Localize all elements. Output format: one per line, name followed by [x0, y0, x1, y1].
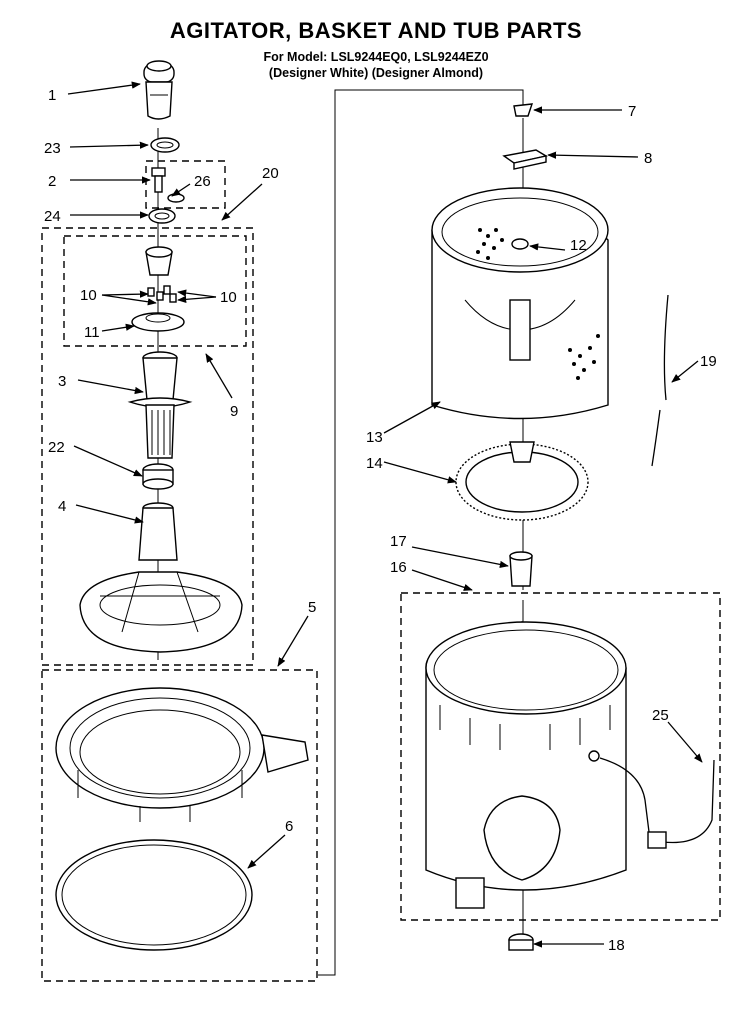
part-19-hose — [651, 294, 669, 467]
callout-16: 16 — [390, 559, 407, 576]
callout-19: 19 — [700, 353, 717, 370]
part-7-clip — [513, 103, 534, 117]
callout-1: 1 — [48, 87, 56, 104]
part-14-brake-gear — [455, 441, 589, 521]
callout-14: 14 — [366, 455, 383, 472]
callout-10-left: 10 — [80, 287, 97, 304]
part-16-outer-tub — [425, 621, 627, 909]
callout-9: 9 — [230, 403, 238, 420]
part-13-basket — [431, 187, 609, 420]
part-23-seal — [150, 137, 180, 153]
basket-holes-right — [568, 334, 600, 380]
callout-10-right: 10 — [220, 289, 237, 306]
callout-13: 13 — [366, 429, 383, 446]
callout-24: 24 — [44, 208, 61, 225]
part-5-tub-ring — [55, 687, 309, 822]
model-line: For Model: LSL9244EQ0, LSL9244EZ0 — [263, 50, 489, 64]
callout-numbers: 1 23 2 26 24 20 10 10 11 3 9 22 4 5 6 7 … — [44, 87, 717, 954]
part-17-seal — [509, 551, 533, 587]
part-22-coupler — [142, 463, 174, 490]
callout-7: 7 — [628, 103, 636, 120]
callout-6: 6 — [285, 818, 293, 835]
box-16 — [400, 592, 721, 921]
page-title: AGITATOR, BASKET AND TUB PARTS — [169, 18, 583, 43]
box-2-26 — [145, 160, 226, 209]
callout-3: 3 — [58, 373, 66, 390]
callout-26: 26 — [194, 173, 211, 190]
part-8-nut — [502, 149, 548, 170]
box-5 — [41, 669, 318, 982]
callout-22: 22 — [48, 439, 65, 456]
box-9 — [63, 235, 247, 347]
part-1-agitator-cap — [143, 60, 175, 120]
part-26-washer — [167, 193, 185, 203]
part-6-tub-ring-band — [55, 839, 253, 951]
callout-4: 4 — [58, 498, 66, 515]
part-9-dog-assembly — [131, 246, 185, 332]
callout-8: 8 — [644, 150, 652, 167]
basket-holes-left — [476, 228, 504, 260]
part-4-agitator-base — [79, 502, 243, 653]
leader-lines — [67, 81, 703, 948]
callout-20: 20 — [262, 165, 279, 182]
callout-5: 5 — [308, 599, 316, 616]
part-3-agitator-barrel — [127, 351, 193, 459]
callout-11: 11 — [84, 324, 100, 341]
callout-18: 18 — [608, 937, 625, 954]
variant-line: (Designer White) (Designer Almond) — [268, 66, 484, 80]
callout-25: 25 — [652, 707, 669, 724]
callout-17: 17 — [390, 533, 407, 550]
part-24-ring — [148, 208, 176, 224]
part-2-bolt — [151, 167, 166, 193]
part-25-drain-hose — [599, 757, 715, 849]
callout-23: 23 — [44, 140, 61, 157]
callout-12: 12 — [570, 237, 587, 254]
part-18-nut — [508, 933, 534, 951]
callout-2: 2 — [48, 173, 56, 190]
group-boxes — [41, 160, 721, 982]
